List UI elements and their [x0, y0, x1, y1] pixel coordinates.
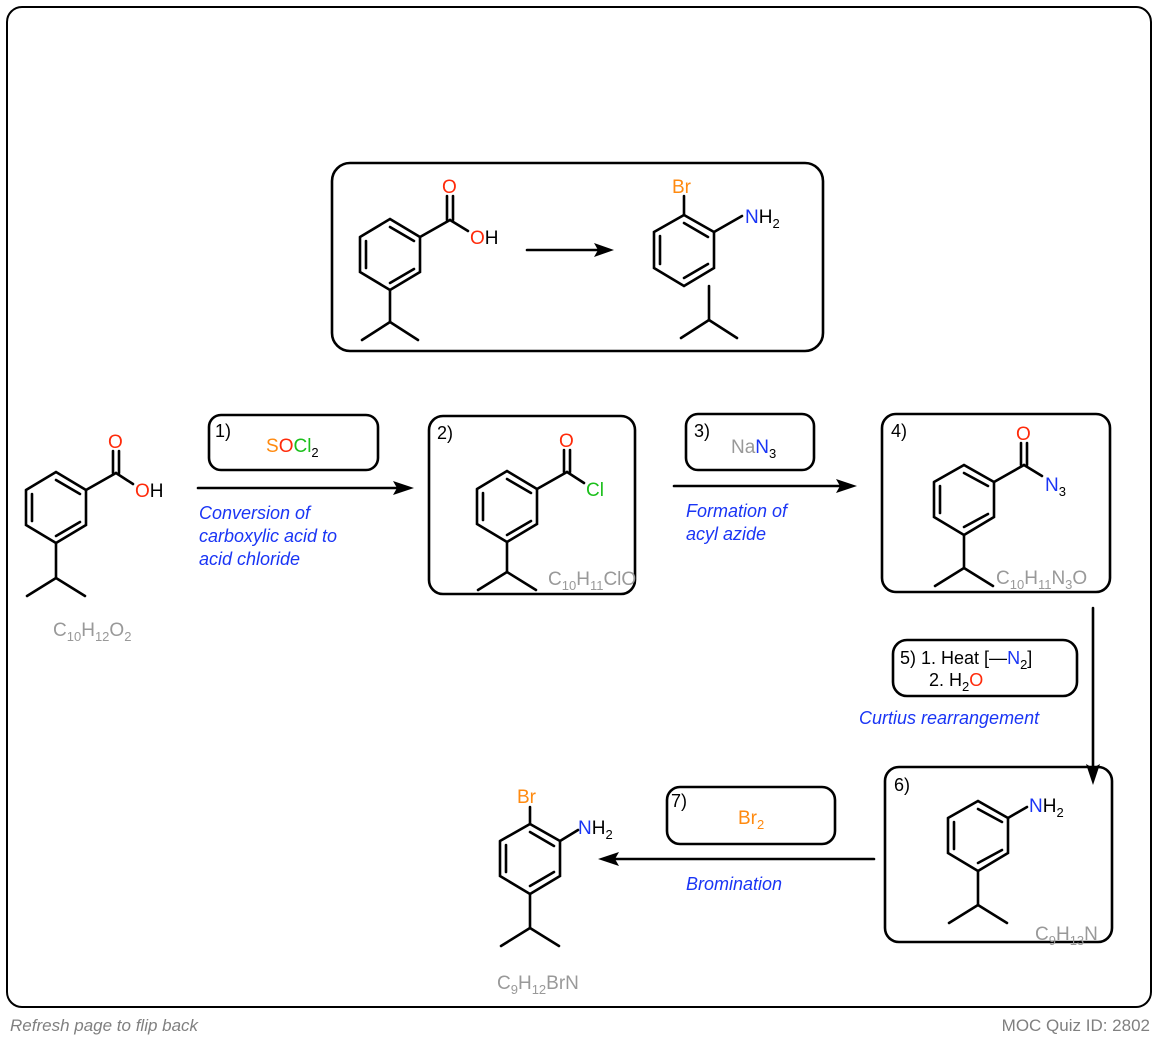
step-3-reagent-box: [684, 412, 816, 472]
flashcard[interactable]: [6, 6, 1152, 1008]
step-5: 5)1. Heat [—N2] 2. H2O Curtius rearrange…: [859, 606, 1100, 785]
step-7-reagent-box: [665, 785, 837, 846]
reaction-scheme: O OH Br NH2 O OH C10H12O2: [24, 161, 1114, 997]
quiz-id: MOC Quiz ID: 2802: [1001, 1016, 1150, 1035]
molecule-6-box: [883, 765, 1114, 944]
step-1: 1) SOCl2 Conversion of carboxylic acid t…: [196, 413, 414, 569]
molecule-4-box: [880, 412, 1112, 594]
step-7: 7) Br2 Bromination: [598, 785, 876, 894]
molecule-1-formula: C10H12O2: [53, 620, 131, 644]
summary-start-molecule: O OH: [358, 177, 499, 342]
step-3-reagent: NaN3: [731, 437, 776, 461]
atom-label-o: O: [442, 177, 457, 198]
step-5-line-2: 2. H2O: [929, 670, 983, 694]
molecule-2-formula: C10H11ClO: [548, 569, 636, 593]
step-3-description-line: acyl azide: [686, 524, 766, 544]
step-7-reagent: Br2: [738, 808, 764, 832]
atom-label-nh2: NH2: [1029, 796, 1064, 820]
atom-label-o: O: [108, 432, 123, 453]
atom-label-br: Br: [672, 177, 692, 198]
molecule-2-box: [427, 414, 637, 596]
molecule-7-formula: C9H12BrN: [497, 973, 579, 997]
atom-label-br: Br: [517, 787, 537, 808]
step-3: 3) NaN3 Formation of acyl azide: [672, 412, 857, 544]
step-3-description-line: Formation of: [686, 501, 789, 521]
molecule-6-formula: C9H13N: [1035, 924, 1098, 948]
summary-arrow: [525, 243, 614, 257]
atom-label-oh: OH: [470, 228, 499, 249]
step-5-line-1: 5)1. Heat [—N2]: [900, 648, 1032, 672]
step-number: 7): [671, 791, 687, 811]
step-1-reagent-box: [207, 413, 380, 472]
atom-label-n3: N3: [1045, 475, 1066, 499]
step-number: 4): [891, 421, 907, 441]
step-1-description-line: Conversion of: [199, 503, 312, 523]
step-number: 6): [894, 775, 910, 795]
refresh-hint: Refresh page to flip back: [10, 1016, 199, 1035]
atom-label-cl: Cl: [586, 480, 604, 501]
summary-target-molecule: Br NH2: [652, 177, 780, 340]
step-5-description-line: Curtius rearrangement: [859, 708, 1040, 728]
step-number: 1): [215, 421, 231, 441]
step-number: 3): [694, 421, 710, 441]
molecule-6-aniline: 6) NH2 C9H13N: [883, 765, 1114, 948]
step-5-reagent-box: [891, 638, 1079, 698]
summary-box: [330, 161, 825, 353]
atom-label-o: O: [559, 431, 574, 452]
atom-label-nh2: NH2: [578, 818, 613, 842]
molecule-2-acid-chloride: 2) O Cl C10H11ClO: [427, 414, 637, 596]
step-1-description-line: acid chloride: [199, 549, 300, 569]
molecule-4-acyl-azide: 4) O N3 C10H11N3O: [880, 412, 1112, 594]
atom-label-o: O: [1016, 424, 1031, 445]
step-number: 2): [437, 423, 453, 443]
step-7-description-line: Bromination: [686, 874, 782, 894]
molecule-4-formula: C10H11N3O: [996, 568, 1087, 592]
molecule-7-product: Br NH2 C9H12BrN: [497, 787, 613, 997]
molecule-1-carboxylic-acid: O OH C10H12O2: [24, 432, 164, 644]
step-1-description-line: carboxylic acid to: [199, 526, 337, 546]
step-1-reagent: SOCl2: [266, 436, 319, 460]
atom-label-oh: OH: [135, 481, 164, 502]
atom-label-nh2: NH2: [745, 207, 780, 231]
